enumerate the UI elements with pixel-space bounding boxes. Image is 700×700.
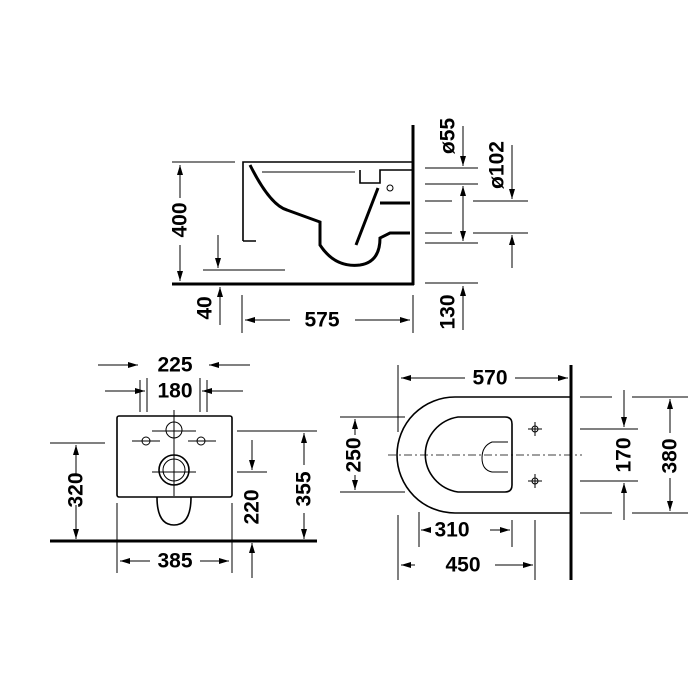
dim-left-height: 320	[65, 472, 88, 507]
dim-height: 400	[169, 202, 192, 237]
rinse-outlet	[481, 441, 508, 473]
dim-top-height: 355	[293, 471, 316, 506]
seat-opening	[424, 416, 513, 493]
dim-outlet-diameter: ø102	[486, 141, 509, 189]
dim-inlet-diameter: ø55	[437, 118, 460, 155]
bowl-top-outline	[396, 396, 571, 514]
front-view: 225 180 320 220 355 385	[50, 354, 317, 578]
dim-length: 570	[472, 367, 507, 390]
dim-bowl-length: 450	[445, 554, 480, 577]
dim-width: 380	[659, 438, 682, 473]
bowl-underside	[156, 496, 192, 526]
top-view: 570 250 170 380 310 450	[340, 365, 688, 580]
dim-inner-width: 180	[157, 380, 192, 403]
dim-seat-length: 310	[434, 519, 469, 542]
trap-outline	[248, 164, 410, 267]
bowl-outline	[242, 161, 413, 242]
dim-floor-clearance: 40	[194, 296, 217, 319]
dim-base-width: 385	[157, 550, 192, 573]
side-view: 400 40 575 ø55 ø102 130	[169, 118, 528, 333]
dim-seat-width: 250	[343, 437, 366, 472]
dim-outer-width: 225	[157, 354, 192, 377]
dim-depth: 575	[304, 309, 339, 332]
dim-inlet-height: 130	[437, 294, 460, 329]
dim-bolt-spacing: 170	[613, 437, 636, 472]
dim-drain-height: 220	[241, 489, 264, 524]
